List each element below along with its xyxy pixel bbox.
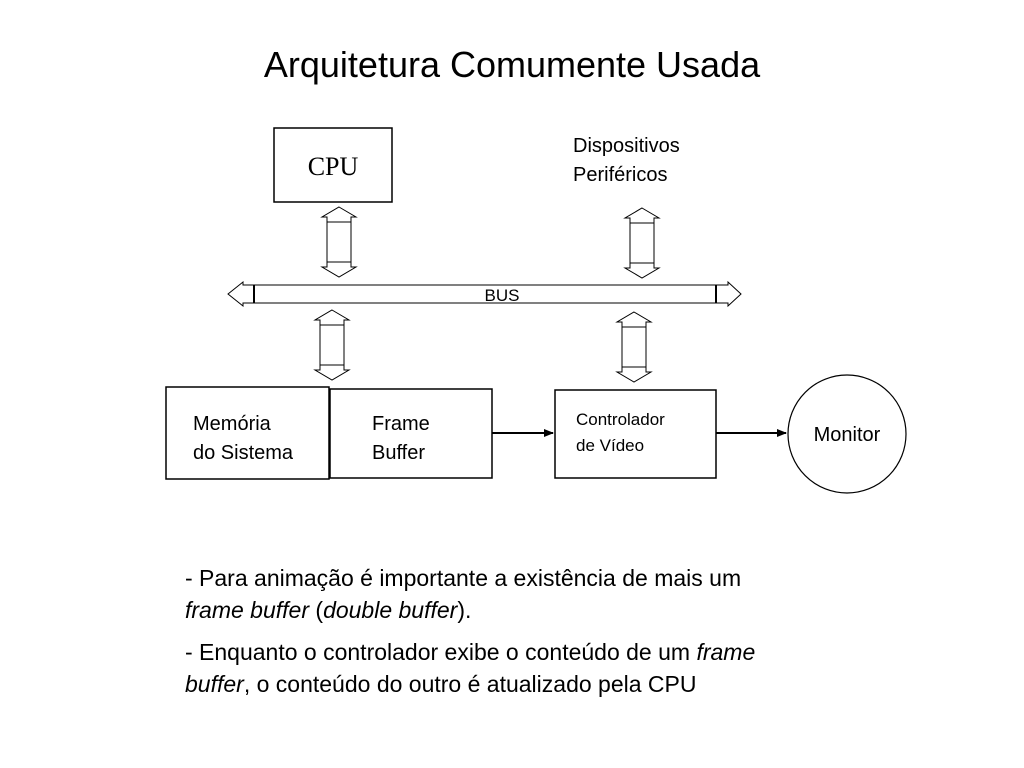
bus-controller-arrow: [615, 311, 653, 383]
bullet-2-frame: frame: [696, 639, 756, 665]
bullet-list: - Para animação é importante a existênci…: [185, 562, 945, 710]
memory-line-1: Memória: [193, 413, 272, 435]
frame-buffer-box: Frame Buffer: [329, 388, 493, 479]
bus-bar: BUS: [227, 280, 742, 308]
peripherals-label: Dispositivos Periféricos: [573, 135, 680, 186]
bullet-2: - Enquanto o controlador exibe o conteúd…: [185, 636, 945, 700]
slide-title: Arquitetura Comumente Usada: [263, 44, 761, 85]
bullet-2-text-d: , o conteúdo do outro é atualizado pela …: [243, 671, 697, 697]
bullet-2-text-a: - Enquanto o controlador exibe o conteúd…: [185, 639, 697, 665]
bullet-1: - Para animação é importante a existênci…: [185, 562, 945, 626]
monitor-label: Monitor: [814, 424, 881, 446]
peripherals-line-1: Dispositivos: [573, 135, 680, 157]
monitor-circle: Monitor: [787, 374, 907, 494]
frame-buffer-line-2: Buffer: [372, 442, 425, 464]
bullet-1-double-buffer: double buffer: [323, 597, 458, 623]
bullet-1-text-c: (: [309, 597, 324, 623]
cpu-box: CPU: [273, 127, 393, 203]
controller-line-1: Controlador: [576, 410, 665, 429]
video-controller-box: Controlador de Vídeo: [554, 389, 717, 479]
peripherals-line-2: Periféricos: [573, 164, 667, 186]
memory-line-2: do Sistema: [193, 442, 294, 464]
bullet-2-buffer: buffer: [185, 671, 244, 697]
controller-line-2: de Vídeo: [576, 436, 644, 455]
bus-label: BUS: [485, 286, 520, 305]
memory-box: Memória do Sistema: [165, 386, 330, 480]
peripherals-bus-arrow: [623, 207, 661, 279]
bullet-1-frame-buffer: frame buffer: [185, 597, 309, 623]
frame-buffer-line-1: Frame: [372, 413, 430, 435]
bus-memory-arrow: [313, 309, 351, 381]
cpu-bus-arrow: [320, 206, 358, 278]
bullet-1-text-e: ).: [457, 597, 472, 623]
cpu-label: CPU: [308, 152, 359, 181]
bullet-1-text-a: - Para animação é importante a existênci…: [185, 565, 742, 591]
